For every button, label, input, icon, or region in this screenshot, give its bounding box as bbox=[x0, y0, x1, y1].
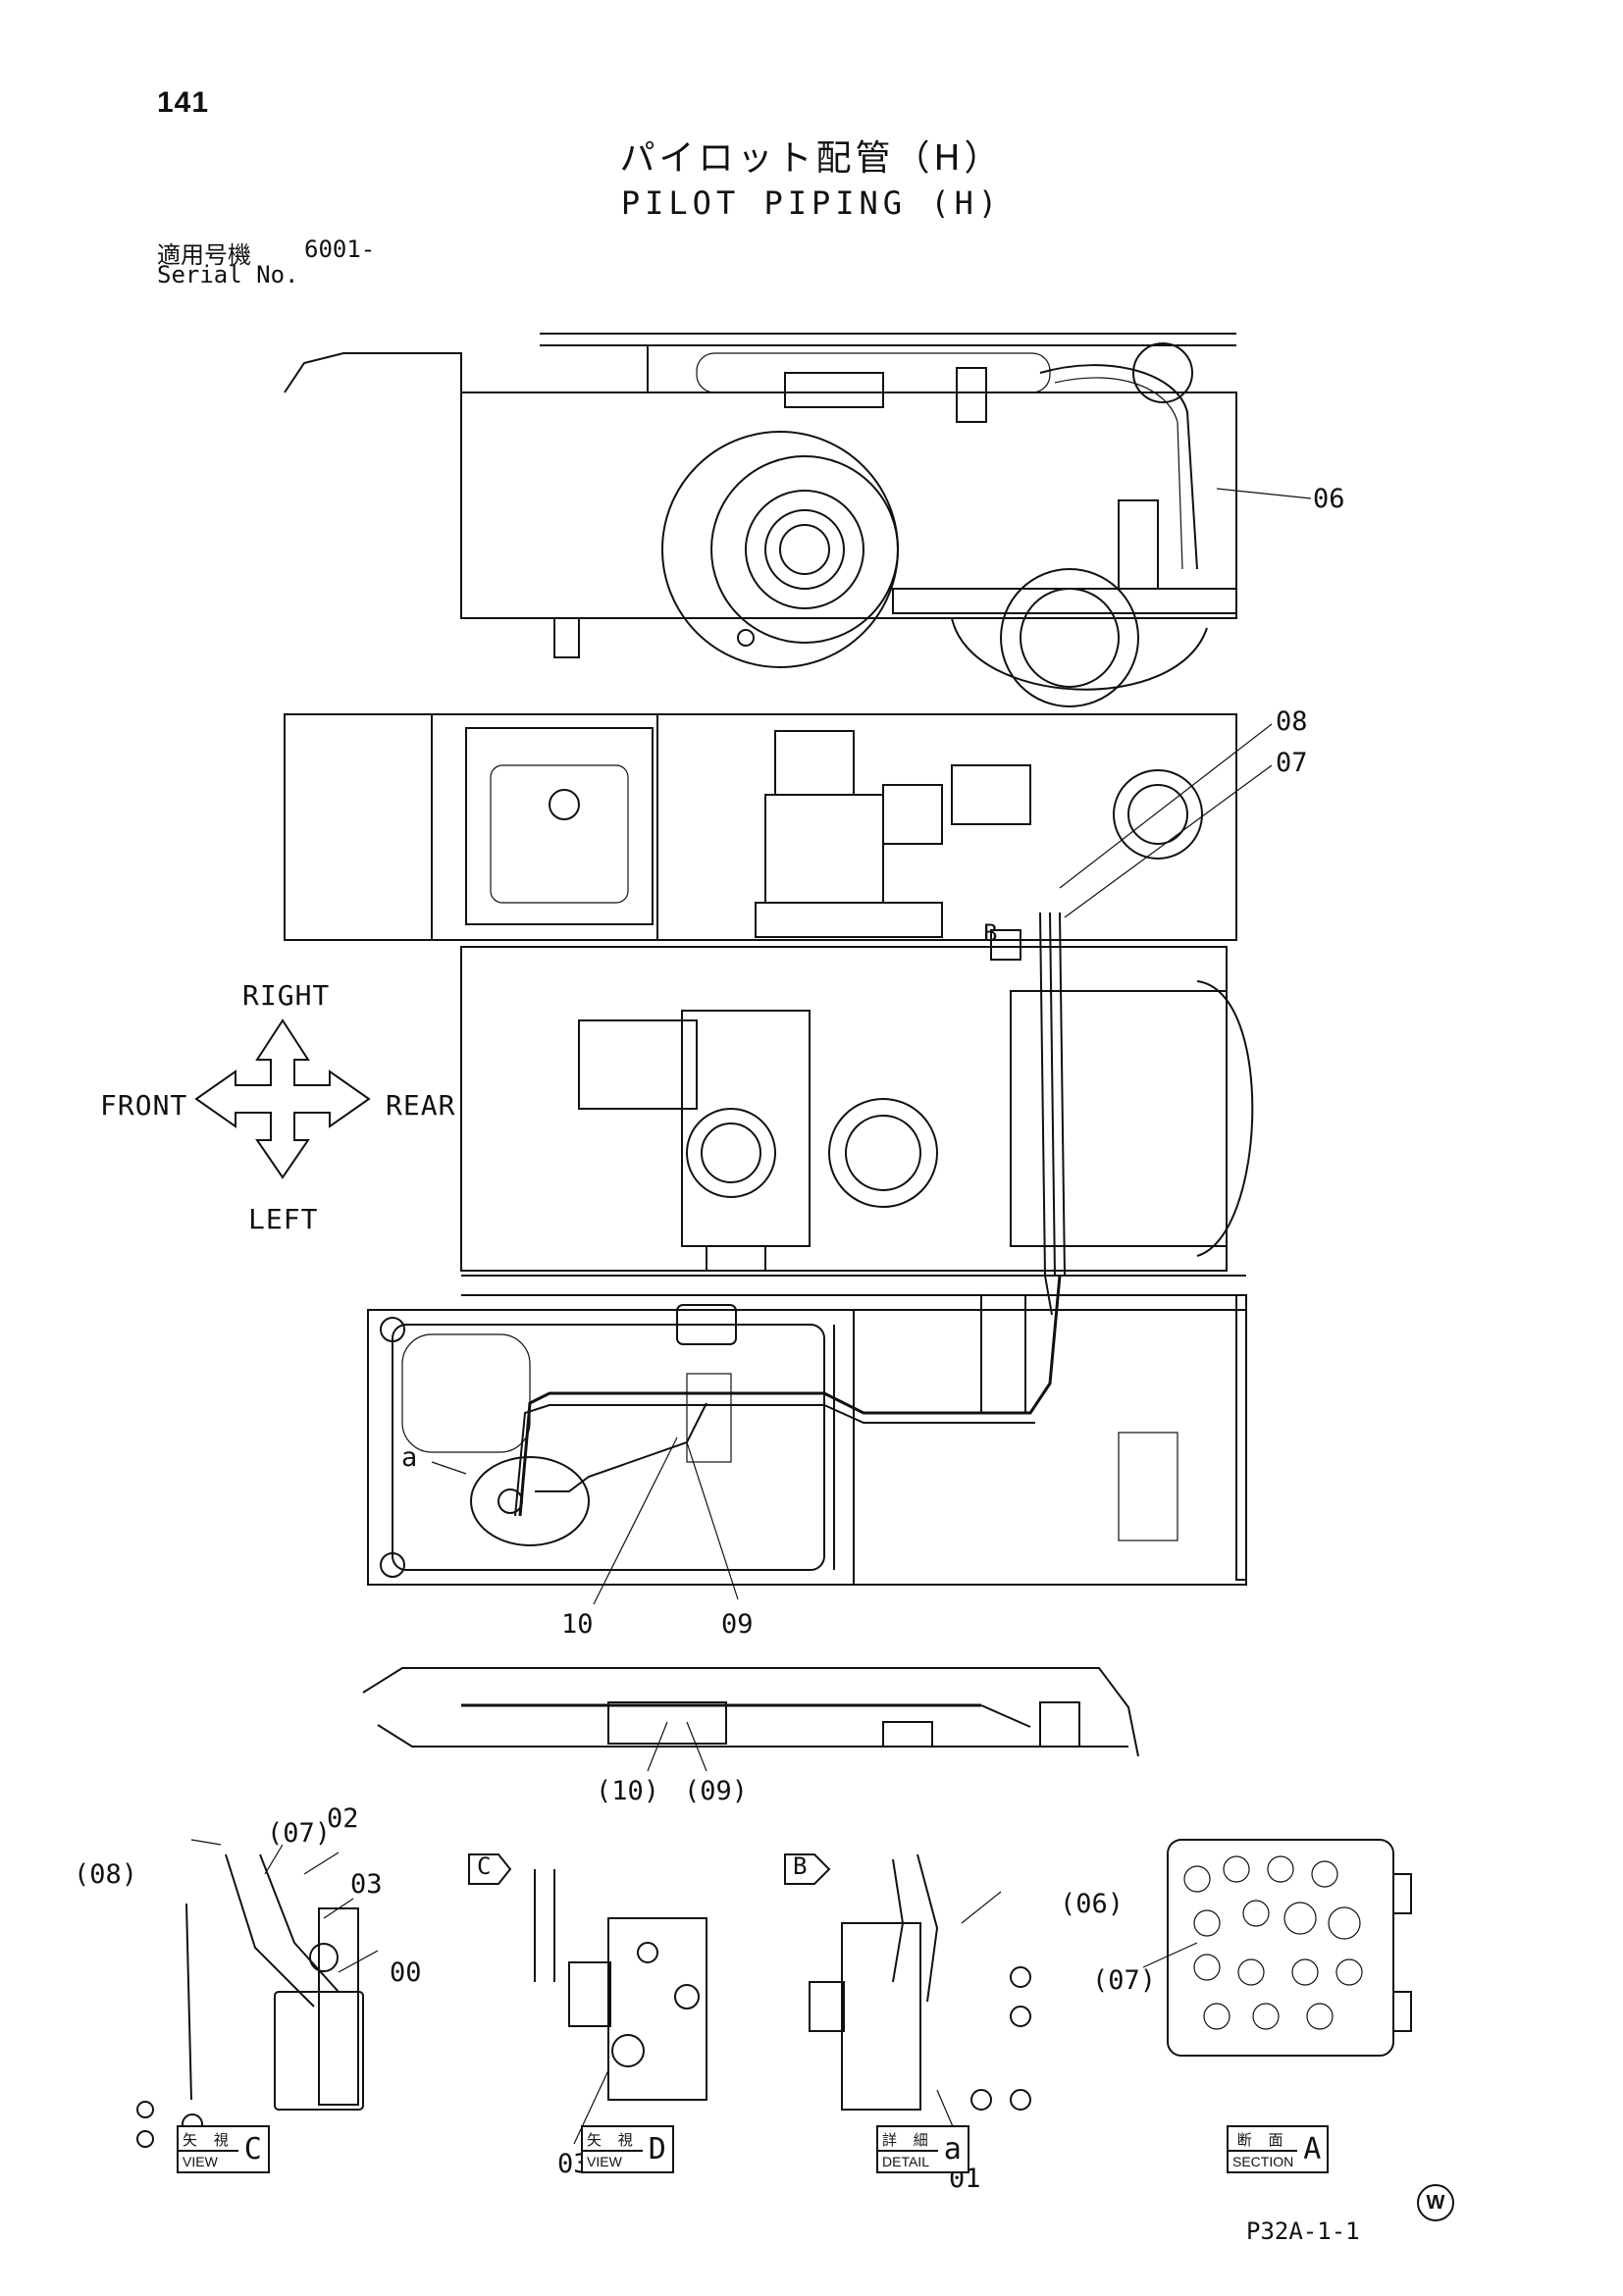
caption-section-a: 断 面 SECTION A bbox=[1227, 2125, 1330, 2173]
serial-value: 6001- bbox=[304, 235, 376, 263]
rear-elevation-view bbox=[362, 1667, 1139, 1757]
caption-view-c: 矢 視 VIEW C bbox=[177, 2125, 270, 2173]
floor-plan-view bbox=[367, 1275, 1247, 1586]
direction-front-label: FRONT bbox=[100, 1089, 188, 1122]
caption-top-text: 矢 視 bbox=[179, 2127, 238, 2152]
caption-bottom-text: DETAIL bbox=[882, 2154, 929, 2169]
caption-bottom-text: VIEW bbox=[587, 2154, 622, 2169]
detail-a-callout-06: (06) bbox=[1060, 1889, 1125, 1919]
view-b-marker: B bbox=[793, 1852, 808, 1880]
direction-rear-label: REAR bbox=[386, 1089, 456, 1122]
caption-top-text: 詳 細 bbox=[878, 2127, 938, 2152]
direction-arrows bbox=[194, 1018, 371, 1179]
detail-a-view bbox=[784, 1853, 1031, 2160]
caption-top-text: 矢 視 bbox=[583, 2127, 643, 2152]
callout-07: 07 bbox=[1276, 748, 1308, 778]
view-c-detail bbox=[136, 1839, 379, 2169]
page-number: 141 bbox=[157, 86, 210, 119]
plan-view-b-marker: B bbox=[983, 919, 998, 947]
watermark-w-icon: W bbox=[1417, 2184, 1454, 2221]
callout-10: 10 bbox=[561, 1609, 594, 1640]
section-a-callout-07: (07) bbox=[1092, 1965, 1157, 1996]
view-c-callout-02: 02 bbox=[327, 1803, 359, 1834]
callout-paren-10: (10) bbox=[596, 1776, 660, 1806]
view-c-callout-08: (08) bbox=[74, 1859, 138, 1890]
caption-top-text: 断 面 bbox=[1229, 2127, 1298, 2152]
view-d-detail bbox=[468, 1853, 707, 2145]
section-a-view bbox=[1142, 1839, 1412, 2057]
side-elevation-view bbox=[284, 333, 1237, 707]
serial-label-english: Serial No. bbox=[157, 261, 299, 288]
callout-a: a bbox=[401, 1442, 418, 1473]
callout-06: 06 bbox=[1313, 484, 1345, 514]
caption-letter: a bbox=[943, 2132, 962, 2166]
caption-detail-a: 詳 細 DETAIL a bbox=[876, 2125, 969, 2173]
plan-view bbox=[284, 713, 1254, 1316]
direction-right-label: RIGHT bbox=[242, 979, 331, 1012]
caption-letter: C bbox=[243, 2132, 262, 2166]
caption-view-d: 矢 視 VIEW D bbox=[581, 2125, 674, 2173]
callout-paren-09: (09) bbox=[684, 1776, 749, 1806]
drawing-code: P32A-1-1 bbox=[1246, 2218, 1360, 2245]
serial-label-japanese: 適用号機 bbox=[157, 241, 251, 269]
view-c-callout-03: 03 bbox=[350, 1869, 383, 1900]
caption-bottom-text: SECTION bbox=[1232, 2154, 1294, 2169]
callout-08: 08 bbox=[1276, 706, 1308, 737]
direction-left-label: LEFT bbox=[248, 1203, 319, 1235]
caption-letter: A bbox=[1303, 2132, 1322, 2166]
view-c-marker: C bbox=[477, 1852, 492, 1880]
title-japanese: パイロット配管（H） bbox=[619, 138, 1004, 179]
view-c-callout-00: 00 bbox=[390, 1957, 422, 1988]
view-c-callout-07: (07) bbox=[267, 1818, 332, 1849]
callout-leaders bbox=[431, 488, 1312, 1772]
caption-bottom-text: VIEW bbox=[183, 2154, 218, 2169]
caption-letter: D bbox=[648, 2132, 666, 2166]
title-english: PILOT PIPING (H) bbox=[620, 184, 1003, 222]
callout-09: 09 bbox=[721, 1609, 754, 1640]
